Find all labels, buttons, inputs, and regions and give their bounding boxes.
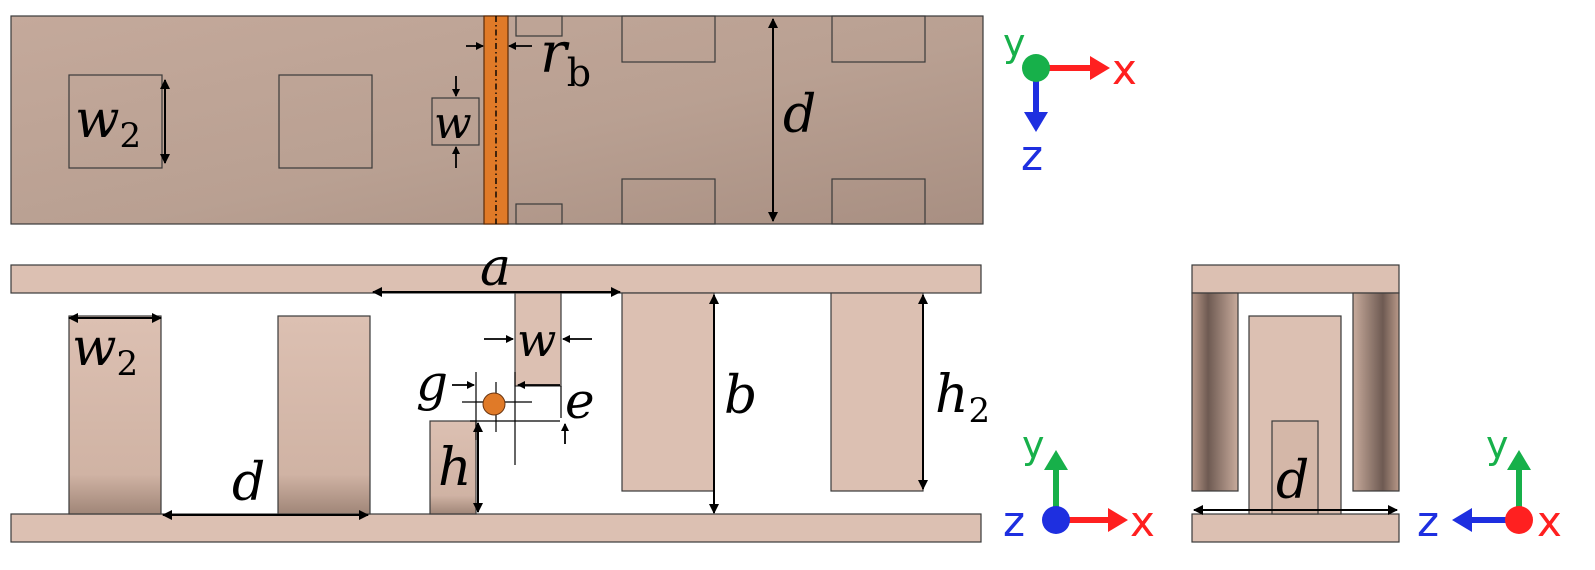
edge-notch [621, 178, 716, 225]
label-b: b [724, 366, 757, 426]
bottom-post [68, 315, 162, 515]
label-w-side: w [517, 313, 556, 367]
axis-triad-side: y z x [1003, 423, 1155, 546]
axis-triad-top: y x z [1003, 21, 1137, 180]
top-ridge [514, 292, 562, 387]
z-axis-arrowhead [1452, 508, 1472, 532]
axis-label-z: z [1003, 497, 1025, 546]
axis-label-z: z [1417, 497, 1439, 546]
y-axis-arrowhead [1507, 450, 1531, 470]
side-bottom-plate [10, 513, 982, 543]
label-d-side: d [232, 453, 265, 513]
y-circle-green-icon [1022, 54, 1050, 82]
x-axis-arrowhead [1108, 508, 1128, 532]
z-circle-blue-icon [1042, 506, 1070, 534]
y-axis-arrowhead [1044, 450, 1068, 470]
side-view: a w2 w g e h b h2 d [10, 238, 990, 543]
pin-cross-section [482, 392, 506, 416]
ridge-footprint [431, 97, 480, 146]
label-rb: rb [540, 21, 591, 95]
edge-notch [831, 15, 926, 63]
axis-label-x: x [1537, 497, 1562, 546]
label-g: g [416, 354, 448, 412]
edge-notch [831, 178, 926, 225]
end-center-ridge [1271, 420, 1319, 515]
end-view: d [1191, 264, 1400, 543]
axis-label-z: z [1021, 131, 1043, 180]
bottom-ridge [429, 420, 477, 515]
axis-label-x: x [1130, 497, 1155, 546]
z-axis-arrowhead [1024, 112, 1048, 132]
label-h2: h2 [935, 365, 990, 431]
axis-label-y: y [1003, 21, 1026, 65]
edge-notch [515, 203, 563, 225]
end-top-plate [1191, 264, 1400, 294]
post-footprint [278, 74, 373, 169]
label-e: e [565, 372, 595, 430]
end-side-wall-right [1352, 292, 1400, 492]
label-w-top: w [434, 98, 472, 149]
top-post [621, 292, 715, 492]
axis-label-x: x [1112, 45, 1137, 94]
axis-label-y: y [1486, 423, 1509, 467]
axis-triad-end: y z x [1417, 423, 1562, 546]
axis-label-y: y [1022, 423, 1045, 467]
bottom-post [277, 315, 371, 515]
label-w2-side: w2 [72, 318, 138, 384]
label-a: a [480, 238, 511, 298]
x-axis-arrowhead [1090, 56, 1110, 80]
label-w2-top: w2 [75, 90, 141, 156]
label-d-top: d [783, 85, 816, 145]
top-post [830, 292, 924, 492]
end-bottom-plate [1191, 513, 1400, 543]
label-h: h [438, 438, 472, 498]
end-side-wall-left [1191, 292, 1239, 492]
label-d-end: d [1276, 451, 1309, 511]
top-view: w2 w rb d [10, 15, 984, 225]
edge-notch [621, 15, 716, 63]
x-circle-red-icon [1505, 506, 1533, 534]
edge-notch [515, 15, 563, 37]
